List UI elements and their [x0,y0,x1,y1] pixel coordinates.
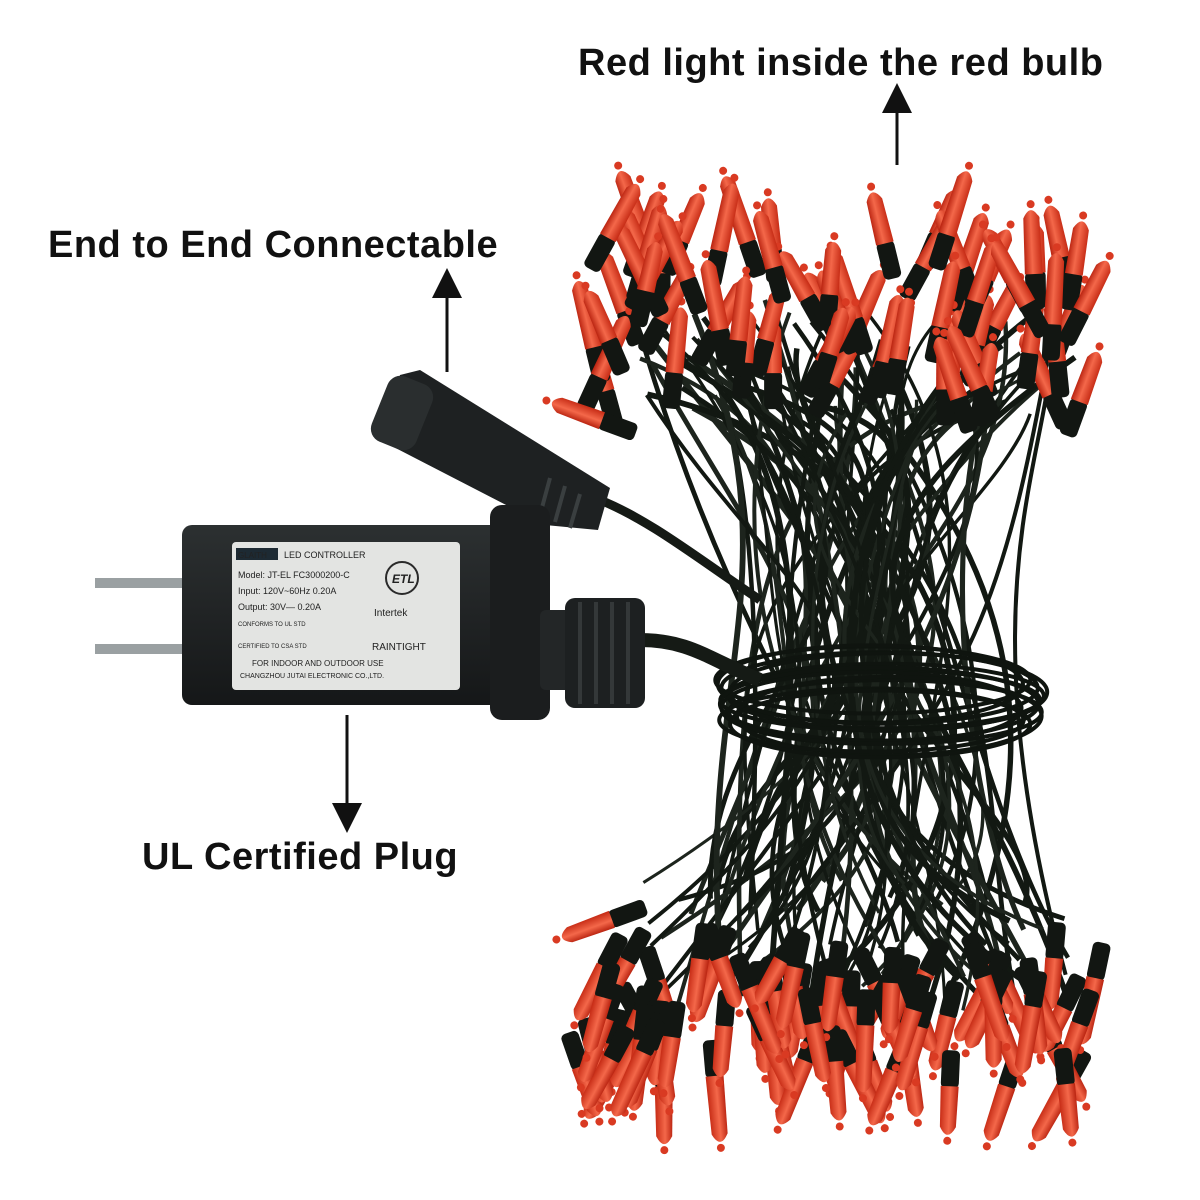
wire-strand [650,323,832,1016]
wire-strand [811,380,881,914]
bulb [552,899,648,944]
bulb [891,974,932,1072]
wire-strand [713,394,894,964]
bulb [963,941,1011,1052]
wire-strand [669,348,911,963]
wire-strand [818,339,1022,962]
bulb [928,161,973,271]
sticker-output: Output: 30V— 0.20A [238,602,321,612]
bulb [729,952,784,1063]
bulb [1059,342,1104,438]
bulb [753,201,792,304]
bulb [775,930,811,1039]
bulb [943,316,1001,423]
plug-prong-top [95,578,190,588]
wire-strand [680,385,829,899]
adapter-cable [639,633,763,687]
sticker-brand: GLAITH [238,551,267,560]
bulb [1060,211,1089,311]
connector-callout: End to End Connectable [48,224,499,266]
bulb-callout: Red light inside the red bulb [578,42,1104,84]
wire-wrap [728,688,1033,760]
bulb [1042,921,1066,1020]
wire-strand [736,402,932,997]
bulb [820,940,849,1042]
bulb [822,1025,847,1131]
wire-wrap [717,686,1026,754]
bulb [987,234,1051,339]
svg-text:ETL: ETL [392,572,415,586]
bulb [581,281,630,376]
bulb [584,175,645,272]
bulb [932,327,978,434]
bulb [957,233,1001,338]
bulb [811,298,850,390]
wire-strand [691,313,746,936]
sticker-model: Model: JT-EL FC3000200-C [238,570,350,580]
bulb [1014,970,1048,1084]
bulb [656,204,708,315]
bulb [866,182,902,280]
bulb [582,961,621,1062]
bulb [608,1017,666,1126]
sticker-raintight: RAINTIGHT [372,642,426,653]
plug-prong-bottom [95,644,190,654]
bulb [629,232,663,328]
wire-strand [1013,376,1068,976]
sticker-maker: CHANGZHOU JUTAI ELECTRONIC CO.,LTD. [240,673,384,680]
sticker-intertek: Intertek [374,608,408,619]
plug-callout: UL Certified Plug [142,836,459,878]
bulb [939,1050,961,1145]
wire-strand [743,375,957,931]
bulb [1041,243,1065,361]
bulb [1058,251,1114,346]
etl-mark-icon [385,561,419,595]
bulb [797,987,831,1093]
bulb [577,1024,635,1118]
end-connector [370,370,610,530]
bulb [884,287,915,396]
sticker-certified: CERTIFIED TO CSA STD [238,644,307,650]
power-adapter: GLAITH LED CONTROLLER Model: JT-EL FC300… [95,505,645,720]
wire-strand [889,355,1077,1010]
bulb-cluster [542,161,1114,1155]
sticker-heading: LED CONTROLLER [284,550,366,560]
bulb [855,989,876,1103]
bulb [1053,1047,1079,1147]
bulb [662,297,689,410]
bulb [725,266,753,377]
sticker-use: FOR INDOOR AND OUTDOOR USE [252,659,384,668]
bulb [542,396,638,441]
wire-strand [777,299,1060,926]
bulb [699,922,744,1018]
adapter-sticker [232,542,460,690]
sticker-conform: CONFORMS TO UL STD [238,622,306,628]
bulb [657,1000,686,1098]
sticker-input: Input: 120V~60Hz 0.20A [238,586,336,596]
connector-wire [598,495,763,604]
wire-strand [863,308,952,998]
